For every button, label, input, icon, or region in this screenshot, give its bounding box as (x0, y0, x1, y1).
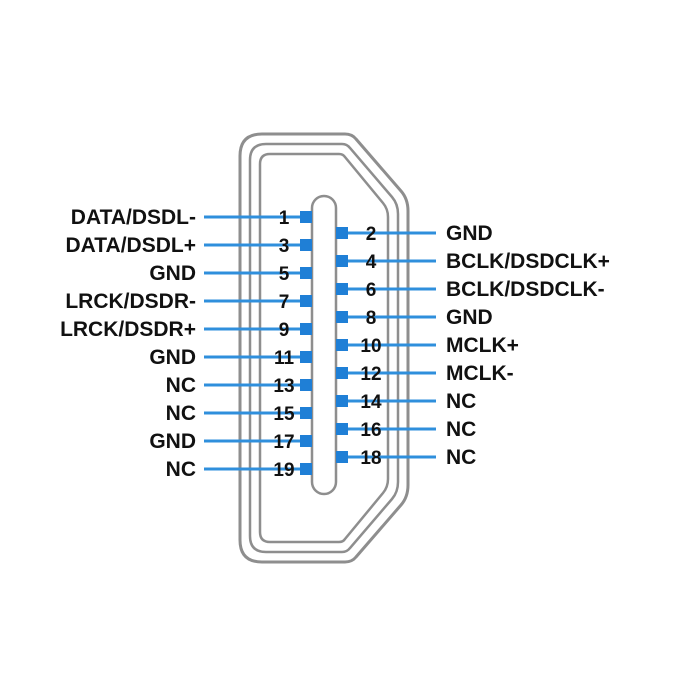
pin-pad-18 (336, 451, 348, 463)
pin-label-1: DATA/DSDL- (71, 206, 196, 229)
pin-label-7: LRCK/DSDR- (65, 290, 196, 313)
pin-number-12: 12 (360, 364, 381, 385)
pin-label-19: NC (166, 458, 196, 481)
left-pin-13: NC 13 (166, 374, 312, 397)
left-pin-11: GND 11 (149, 346, 312, 369)
connector-shell-inner (258, 152, 390, 544)
pin-number-2: 2 (366, 224, 377, 245)
pin-number-13: 13 (273, 376, 294, 397)
pin-label-13: NC (166, 374, 196, 397)
pin-pad-10 (336, 339, 348, 351)
pin-number-7: 7 (279, 292, 290, 313)
connector-outline (238, 132, 410, 564)
pin-pad-6 (336, 283, 348, 295)
pin-pad-8 (336, 311, 348, 323)
pin-label-9: LRCK/DSDR+ (60, 318, 196, 341)
pin-number-16: 16 (360, 420, 381, 441)
pin-label-3: DATA/DSDL+ (66, 234, 196, 257)
pin-number-18: 18 (360, 448, 381, 469)
right-pin-14: 14 NC (336, 390, 476, 413)
pin-label-5: GND (149, 262, 196, 285)
left-pin-5: GND 5 (149, 262, 312, 285)
pin-label-8: GND (446, 306, 493, 329)
pin-pad-15 (300, 407, 312, 419)
pin-label-14: NC (446, 390, 476, 413)
pin-label-15: NC (166, 402, 196, 425)
pin-pad-12 (336, 367, 348, 379)
pin-label-11: GND (149, 346, 196, 369)
pin-number-10: 10 (360, 336, 381, 357)
right-pin-4: 4 BCLK/DSDCLK+ (336, 250, 610, 273)
pin-number-6: 6 (366, 280, 377, 301)
left-pin-1: DATA/DSDL- 1 (71, 206, 312, 229)
pin-pad-9 (300, 323, 312, 335)
left-pin-19: NC 19 (166, 458, 312, 481)
pin-number-15: 15 (273, 404, 295, 425)
pin-pad-5 (300, 267, 312, 279)
right-pin-18: 18 NC (336, 446, 476, 469)
pin-number-14: 14 (360, 392, 382, 413)
pin-pad-14 (336, 395, 348, 407)
right-pin-6: 6 BCLK/DSDCLK- (336, 278, 605, 301)
pin-number-1: 1 (279, 208, 290, 229)
right-pin-10: 10 MCLK+ (336, 334, 519, 357)
connector-shell-outer (238, 132, 410, 564)
pin-pad-17 (300, 435, 312, 447)
pin-number-3: 3 (279, 236, 290, 257)
pin-pad-16 (336, 423, 348, 435)
pin-label-16: NC (446, 418, 476, 441)
pin-label-10: MCLK+ (446, 334, 519, 357)
pin-label-18: NC (446, 446, 476, 469)
pin-number-19: 19 (273, 460, 294, 481)
left-pin-7: LRCK/DSDR- 7 (65, 290, 312, 313)
pin-label-17: GND (149, 430, 196, 453)
right-pin-16: 16 NC (336, 418, 476, 441)
pin-pad-1 (300, 211, 312, 223)
pin-number-17: 17 (273, 432, 294, 453)
connector-shell-mid (248, 142, 400, 554)
left-pin-17: GND 17 (149, 430, 312, 453)
right-pin-12: 12 MCLK- (336, 362, 514, 385)
pin-number-8: 8 (366, 308, 377, 329)
pin-label-4: BCLK/DSDCLK+ (446, 250, 610, 273)
pin-label-12: MCLK- (446, 362, 514, 385)
pin-number-5: 5 (279, 264, 290, 285)
pin-pad-11 (300, 351, 312, 363)
pin-pad-2 (336, 227, 348, 239)
right-pin-8: 8 GND (336, 306, 493, 329)
connector-tongue (310, 194, 338, 496)
pin-pad-3 (300, 239, 312, 251)
left-pin-15: NC 15 (166, 402, 312, 425)
pin-pad-13 (300, 379, 312, 391)
left-pin-3: DATA/DSDL+ 3 (66, 234, 312, 257)
pin-number-11: 11 (274, 348, 295, 369)
pin-pad-7 (300, 295, 312, 307)
left-pin-9: LRCK/DSDR+ 9 (60, 318, 312, 341)
pin-label-6: BCLK/DSDCLK- (446, 278, 605, 301)
pin-pad-19 (300, 463, 312, 475)
pin-number-9: 9 (279, 320, 290, 341)
pin-number-4: 4 (366, 252, 377, 273)
right-pin-2: 2 GND (336, 222, 493, 245)
pin-pad-4 (336, 255, 348, 267)
pin-label-2: GND (446, 222, 493, 245)
